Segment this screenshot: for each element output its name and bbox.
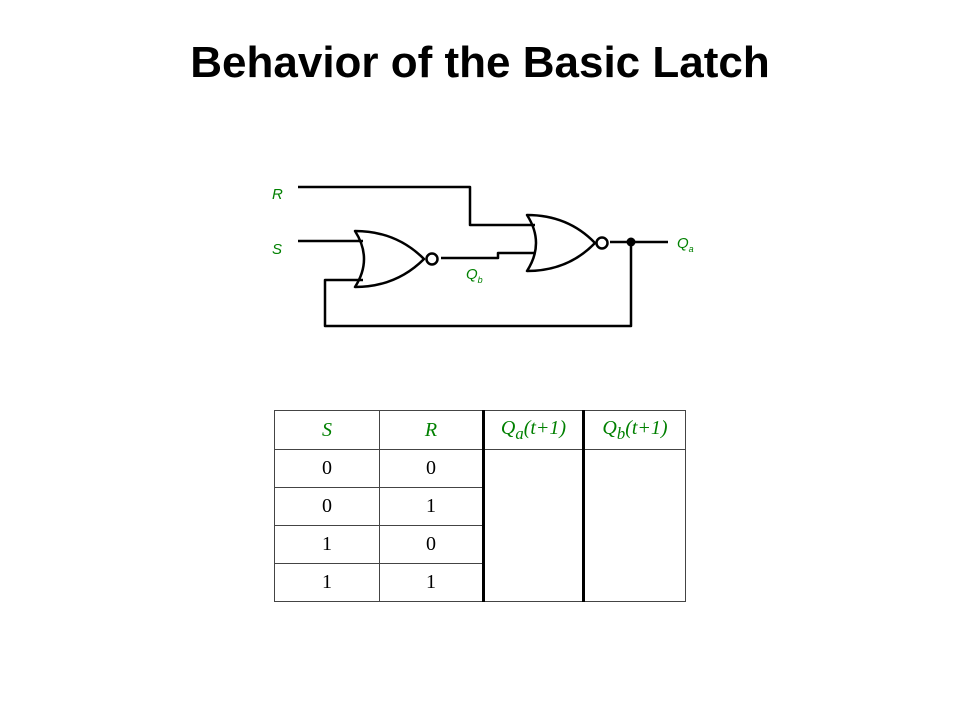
header-s: S xyxy=(274,410,380,450)
label-qb: Qb xyxy=(466,266,483,285)
header-r: R xyxy=(379,410,484,450)
cell-r: 1 xyxy=(379,487,484,526)
wire-qa-feedback xyxy=(323,242,633,328)
cell-qb xyxy=(582,563,686,602)
cell-r: 0 xyxy=(379,449,484,488)
lower-nor-gate xyxy=(353,229,426,289)
cell-s: 1 xyxy=(274,525,380,564)
table-row: 0 1 xyxy=(274,487,686,526)
cell-qa xyxy=(482,525,584,564)
cell-qb xyxy=(582,449,686,488)
cell-qa xyxy=(482,487,584,526)
header-qa: Qa(t+1) xyxy=(482,410,584,450)
header-qb: Qb(t+1) xyxy=(582,410,686,450)
truth-table-header: S R Qa(t+1) Qb(t+1) xyxy=(274,410,686,450)
cell-s: 0 xyxy=(274,487,380,526)
cell-qa xyxy=(482,563,584,602)
table-row: 0 0 xyxy=(274,449,686,488)
label-qa: Qa xyxy=(677,235,694,254)
cell-qa xyxy=(482,449,584,488)
cell-r: 1 xyxy=(379,563,484,602)
table-row: 1 1 xyxy=(274,563,686,602)
upper-nor-bubble xyxy=(595,236,609,250)
label-s: S xyxy=(272,241,282,258)
wire-r xyxy=(298,185,535,227)
sr-latch-circuit: R S Qa Qb xyxy=(272,185,694,328)
wire-qb-feedback xyxy=(441,251,535,260)
cell-s: 1 xyxy=(274,563,380,602)
label-r: R xyxy=(272,186,283,203)
cell-s: 0 xyxy=(274,449,380,488)
lower-nor-bubble xyxy=(425,252,439,266)
truth-table: S R Qa(t+1) Qb(t+1) 0 0 0 1 1 0 1 1 xyxy=(274,410,686,602)
junction-dot xyxy=(626,237,636,247)
cell-qb xyxy=(582,487,686,526)
cell-r: 0 xyxy=(379,525,484,564)
table-row: 1 0 xyxy=(274,525,686,564)
slide-title: Behavior of the Basic Latch xyxy=(190,38,770,87)
cell-qb xyxy=(582,525,686,564)
upper-nor-gate xyxy=(525,213,597,273)
